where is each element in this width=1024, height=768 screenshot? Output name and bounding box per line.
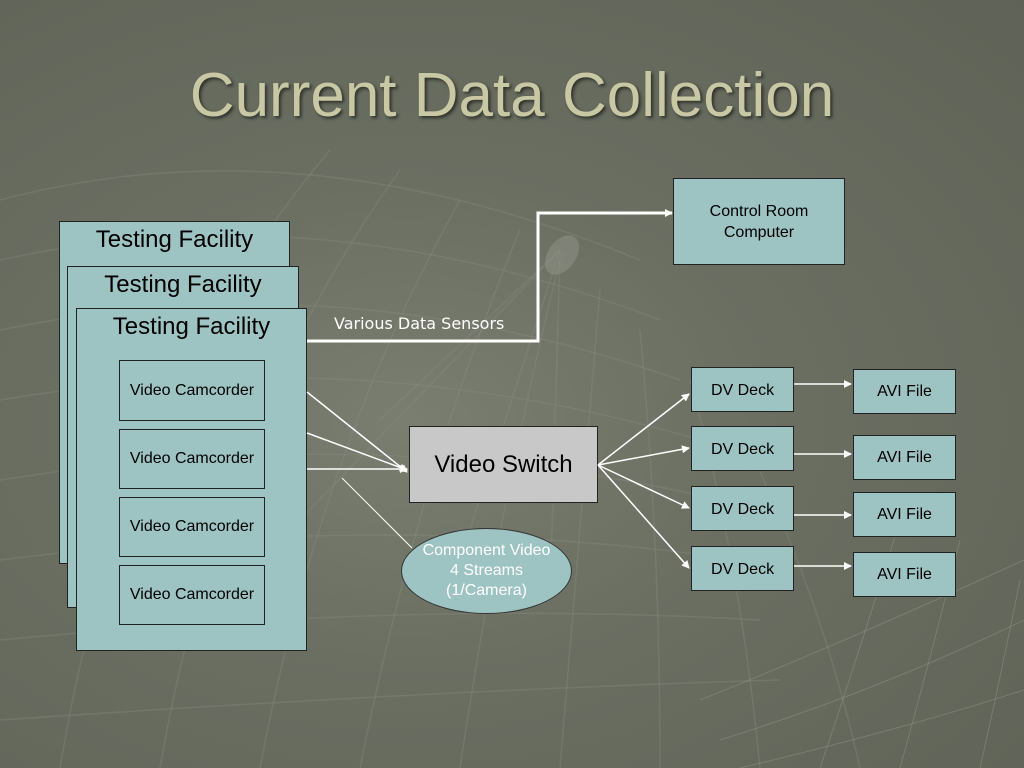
avi-file-box: AVI File	[853, 369, 956, 414]
video-camcorder-box: Video Camcorder	[119, 360, 265, 421]
component-video-line2: 4 Streams	[450, 562, 523, 579]
control-room-label-line2: Computer	[723, 224, 795, 241]
dv-deck-box: DV Deck	[691, 546, 794, 591]
control-room-computer-box: Control Room Computer	[673, 178, 845, 265]
dv-deck-box: DV Deck	[691, 426, 794, 471]
video-switch-box: Video Switch	[409, 426, 598, 503]
component-video-line1: Component Video	[422, 542, 551, 559]
dv-deck-box: DV Deck	[691, 486, 794, 531]
video-camcorder-box: Video Camcorder	[119, 565, 265, 625]
slide-title: Current Data Collection	[189, 61, 835, 130]
video-camcorder-box: Video Camcorder	[119, 429, 265, 489]
testing-facility-label: Testing Facility	[95, 226, 254, 253]
component-video-oval: Component Video 4 Streams (1/Camera)	[401, 528, 572, 614]
avi-file-box: AVI File	[853, 492, 956, 537]
video-camcorder-box: Video Camcorder	[119, 497, 265, 557]
avi-file-box: AVI File	[853, 435, 956, 480]
dv-deck-box: DV Deck	[691, 367, 794, 412]
component-video-line3: (1/Camera)	[446, 582, 527, 599]
various-data-sensors-label: Various Data Sensors	[334, 314, 505, 333]
avi-file-box: AVI File	[853, 552, 956, 597]
testing-facility-label: Testing Facility	[104, 271, 262, 298]
control-room-label-line1: Control Room	[709, 203, 809, 220]
testing-facility-label: Testing Facility	[112, 313, 271, 340]
